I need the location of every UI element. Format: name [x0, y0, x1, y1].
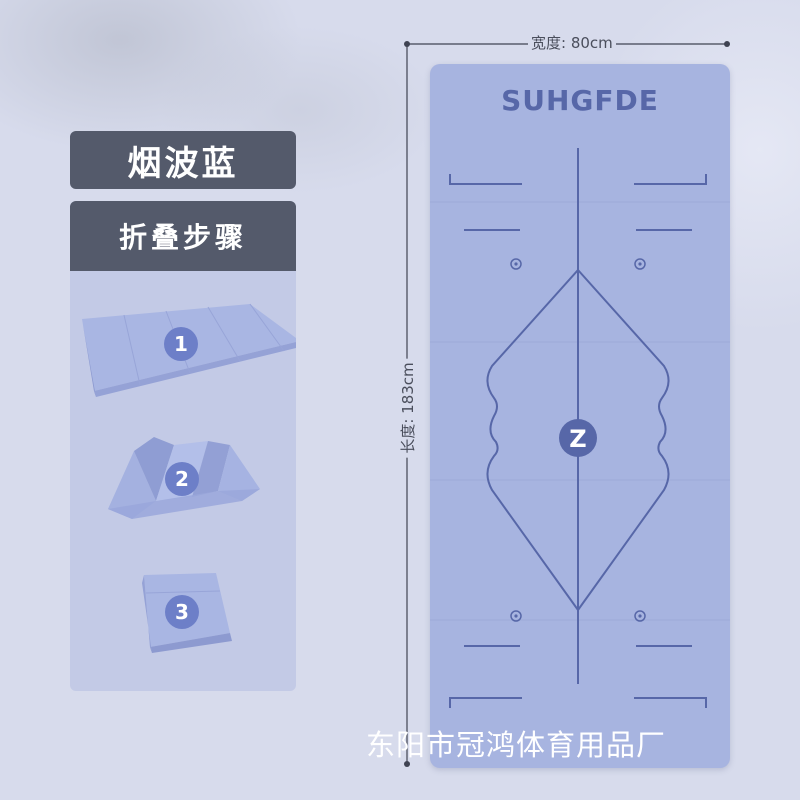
step-1-badge: [164, 327, 198, 361]
length-dimension-label: 长度: 183cm: [398, 358, 418, 458]
color-name-tag: 烟波蓝: [70, 131, 296, 189]
brand-logo: SUHGFDE: [501, 84, 659, 117]
yoga-mat: [430, 64, 730, 768]
step-3-folded-mat: 3: [142, 573, 232, 653]
step-3-badge: [165, 595, 199, 629]
step-2-accordion-mat: 2: [108, 437, 260, 519]
step-1-number: 1: [174, 332, 188, 356]
center-logo: Z: [559, 419, 597, 457]
folding-steps-header: 折叠步骤: [70, 201, 296, 271]
folding-steps-title: 折叠步骤: [118, 221, 247, 254]
step-1-flat-mat: 1: [82, 303, 296, 397]
mat-alignment-lines: Z: [430, 148, 730, 708]
color-name-label: 烟波蓝: [127, 143, 239, 184]
step-2-number: 2: [175, 467, 189, 491]
step-2-badge: [165, 462, 199, 496]
step-3-number: 3: [175, 600, 189, 624]
company-watermark: 东阳市冠鸿体育用品厂: [366, 728, 667, 762]
folding-steps-illustration: 1 2 3: [82, 303, 296, 653]
center-logo-letter: Z: [569, 425, 586, 453]
width-dimension-label: 宽度: 80cm: [528, 33, 616, 53]
target-markers: [510, 258, 646, 622]
folding-steps-panel: 折叠步骤 1 2: [70, 201, 296, 691]
